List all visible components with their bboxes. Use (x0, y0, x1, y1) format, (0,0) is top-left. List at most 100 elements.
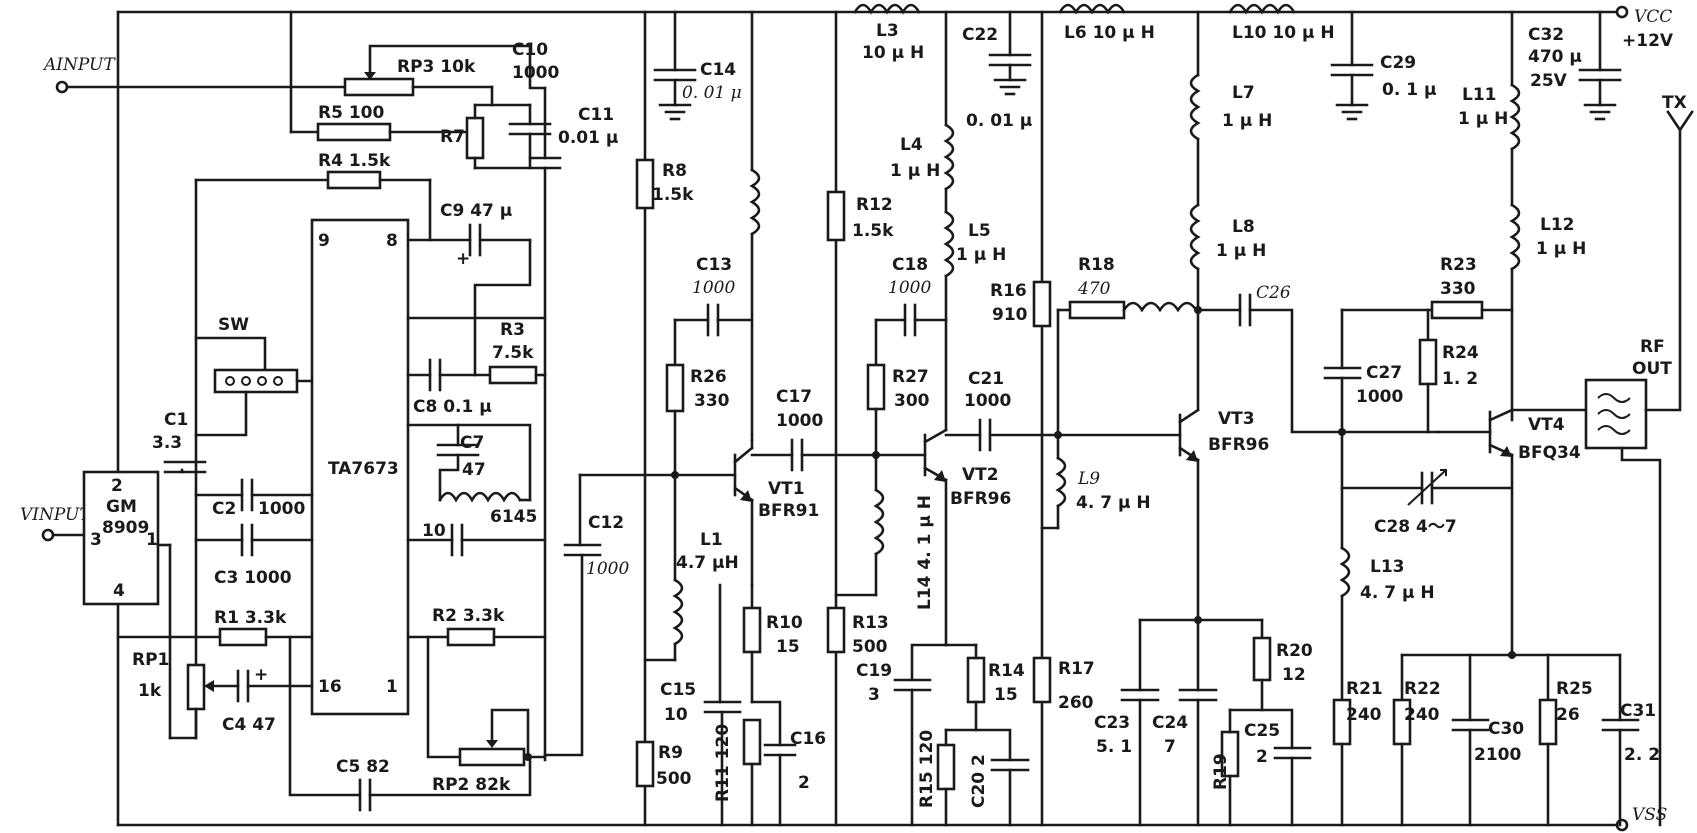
stage-vt2: L3 10 μ H R12 1.5k C22 0. 01 μ L4 1 μ H … (826, 3, 1060, 827)
sw-label: SW (218, 315, 249, 335)
c4-label: C4 47 (222, 715, 276, 735)
c16-value: 2 (798, 773, 810, 793)
r3-value: 7.5k (492, 343, 534, 363)
c19-name: C19 (856, 661, 892, 681)
left-network: RP3 10k C10 1000 R5 100 R7 C11 0.01 μ R4 (116, 10, 678, 812)
rp2-label: RP2 82k (432, 775, 511, 795)
vt3-name: VT3 (1218, 409, 1255, 429)
l9-name: L9 (1077, 469, 1100, 489)
l6-label: L6 10 μ H (1064, 23, 1155, 43)
c31-value: 2. 2 (1624, 745, 1660, 765)
r5-label: R5 100 (318, 103, 384, 123)
l4-value: 1 μ H (890, 161, 940, 181)
ic-name: TA7673 (328, 459, 399, 479)
r16-name: R16 (990, 281, 1027, 301)
r9-value: 500 (656, 769, 692, 789)
r20-value: 12 (1282, 665, 1306, 685)
c17-name: C17 (776, 387, 812, 407)
c3-label: C3 1000 (214, 568, 292, 588)
r26-name: R26 (690, 367, 727, 387)
r7-label: R7 (440, 127, 465, 147)
r22-name: R22 (1404, 679, 1441, 699)
c29-name: C29 (1380, 53, 1416, 73)
r27-value: 300 (894, 391, 930, 411)
vt1-name: VT1 (768, 479, 805, 499)
r10-value: 15 (776, 637, 800, 657)
c32-value1: 470 μ (1528, 47, 1582, 67)
c4-plus: + (254, 665, 268, 685)
c9-plus: + (456, 249, 470, 269)
c25-value: 2 (1256, 747, 1268, 767)
rp1-name: RP1 (132, 650, 169, 670)
r23-value: 330 (1440, 279, 1476, 299)
c7-value: 47 (462, 460, 486, 480)
c7-name: C7 (460, 433, 484, 453)
vcc-value: +12V (1622, 31, 1674, 51)
ic-pin16: 16 (318, 677, 342, 697)
rf-label: RF (1640, 337, 1665, 357)
c26-label: C26 (1256, 283, 1291, 303)
c32-name: C32 (1528, 25, 1564, 45)
c11-value: 0.01 μ (558, 128, 618, 148)
reg-name-2: 8909 (102, 518, 149, 538)
ic-ta7673: 9 8 TA7673 16 1 (310, 218, 410, 716)
c28-label: C28 4～7 (1374, 517, 1457, 537)
c22-value: 0. 01 μ (966, 111, 1032, 131)
r8-name: R8 (662, 161, 687, 181)
c10-value: 1000 (512, 63, 559, 83)
c1-value: 3.3 (152, 433, 182, 453)
r12-value: 1.5k (852, 221, 894, 241)
c13-name: C13 (696, 255, 732, 275)
c21-name: C21 (968, 369, 1004, 389)
vt1-type: BFR91 (758, 501, 819, 521)
l12-value: 1 μ H (1536, 239, 1586, 259)
c24-value: 7 (1164, 737, 1176, 757)
l12-name: L12 (1540, 215, 1575, 235)
c21-value: 1000 (964, 391, 1011, 411)
l3-name: L3 (876, 21, 899, 41)
c31-name: C31 (1620, 701, 1656, 721)
vcc-label: VCC (1634, 7, 1672, 27)
c27-name: C27 (1366, 363, 1402, 383)
coil-6145-label: 6145 (490, 507, 537, 527)
tx-label: TX (1662, 93, 1687, 113)
r27-name: R27 (892, 367, 929, 387)
c15-name: C15 (660, 680, 696, 700)
r13-value: 500 (852, 637, 888, 657)
l3-value: 10 μ H (862, 43, 924, 63)
c23-value: 5. 1 (1096, 737, 1132, 757)
stage-vt4: C32 470 μ 25V L11 1 μ H L12 1 μ H R23 33… (1323, 10, 1694, 827)
l7-name: L7 (1232, 83, 1255, 103)
c14-name: C14 (700, 60, 736, 80)
l13-name: L13 (1370, 557, 1405, 577)
r18-name: R18 (1078, 255, 1115, 275)
l1-name: L1 (700, 530, 723, 550)
l14-label: L14 4. 1 μ H (915, 495, 935, 610)
v-input: VINPUT (20, 505, 92, 542)
ic-pin1: 1 (386, 677, 398, 697)
r24-value: 1. 2 (1442, 369, 1478, 389)
r12-name: R12 (856, 195, 893, 215)
c18-value: 1000 (888, 278, 931, 298)
c18-name: C18 (892, 255, 928, 275)
r25-value: 26 (1556, 705, 1580, 725)
c23-name: C23 (1094, 713, 1130, 733)
c5-label: C5 82 (336, 757, 390, 777)
c16-name: C16 (790, 729, 826, 749)
l9-value: 4. 7 μ H (1076, 493, 1151, 513)
l4-name: L4 (900, 135, 923, 155)
stage-vt1: C14 0. 01 μ R8 1.5k C13 1000 R26 330 VT1… (635, 10, 878, 827)
l10-label: L10 10 μ H (1232, 23, 1335, 43)
reg-pin4: 4 (113, 581, 125, 601)
c12-name: C12 (588, 513, 624, 533)
r3-name: R3 (500, 320, 525, 340)
c9-label: C9 47 μ (440, 201, 512, 221)
c1-name: C1 (164, 410, 188, 430)
r21-name: R21 (1346, 679, 1383, 699)
r10-name: R10 (766, 613, 803, 633)
a-input: AINPUT (42, 55, 347, 94)
l8-name: L8 (1232, 217, 1255, 237)
r13-name: R13 (852, 613, 889, 633)
c24-name: C24 (1152, 713, 1188, 733)
